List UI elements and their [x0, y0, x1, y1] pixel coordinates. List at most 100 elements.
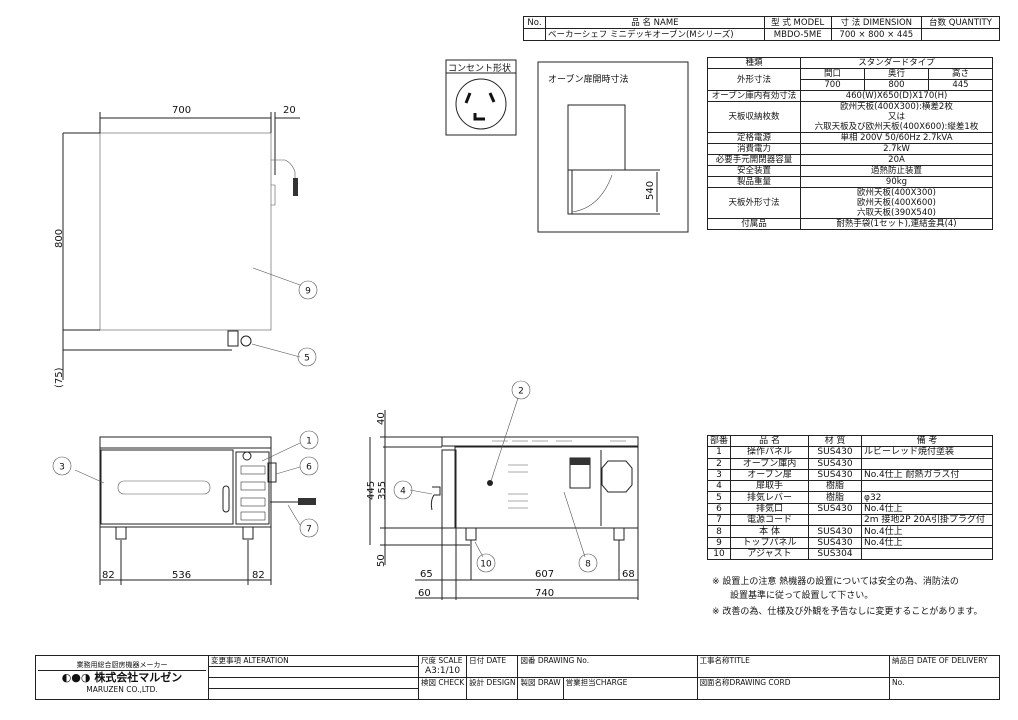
spec-value-line: 欧州天板(400X300) [857, 188, 936, 198]
spec-value-line: 2.7kW [883, 144, 910, 154]
drawing-no-label: 図番 DRAWING No. [517, 655, 698, 678]
spec-value-line: 単相 200V 50/60Hz 2.7kVA [840, 133, 953, 143]
dim-foot-span: 536 [172, 570, 191, 581]
alteration-row [208, 666, 419, 678]
spec-value-line: 耐熱手袋(1セット),連結金具(4) [836, 219, 957, 229]
value-model: MBDO-5ME [763, 28, 832, 41]
scale-value: A3:1/10 [425, 666, 461, 676]
spec-row: 付属品耐熱手袋(1セット),連結金具(4) [707, 218, 993, 230]
drawing-cord-label: 図面名称DRAWING CORD [696, 677, 891, 700]
note-installation-cont: 設置基準に従って設置して下さい。 [730, 591, 874, 601]
outlet-shape-box: コンセント形状 [445, 59, 517, 136]
dim-40: 40 [376, 412, 387, 425]
callout-number: 10 [480, 560, 492, 570]
no-label: No. [889, 677, 1000, 700]
dim-right-foot: 82 [252, 570, 265, 581]
spec-value-line: 六取天板及び欧州天板(400X600):縦差1枚 [814, 122, 979, 132]
spec-value-line: 欧州天板(400X600) [857, 198, 936, 208]
maker-logo-cell: 業務用総合厨房機器メーカー ◐●◑ 株式会社マルゼン MARUZEN CO.,L… [35, 655, 209, 700]
door-open-title: オーブン扉開時寸法 [548, 73, 628, 85]
dim-60: 60 [418, 588, 431, 599]
dim-355: 355 [377, 481, 388, 500]
callout-number: 9 [305, 287, 311, 297]
spec-value: 欧州天板(400X300)欧州天板(400X600)六取天板(390X540) [800, 187, 993, 219]
outlet-plug-icon [464, 92, 496, 121]
alteration-row [208, 688, 419, 700]
scale-label: 尺度 SCALE [421, 656, 463, 665]
dim-68: 68 [622, 569, 635, 580]
dim-607: 607 [535, 569, 554, 580]
dim-540: 540 [645, 181, 656, 200]
note-installation: ※ 設置上の注意 熱機器の設置については安全の為、消防法の [712, 577, 959, 587]
callouts: 9 5 3 1 6 7 2 4 10 8 [52, 280, 598, 573]
callout-number: 1 [306, 437, 312, 447]
front-view: 82 536 82 [74, 436, 316, 585]
door-open-box: オーブン扉開時寸法 540 [537, 61, 689, 233]
dim-445: 445 [366, 481, 377, 500]
alteration-label: 変更事項 ALTERATION [208, 655, 419, 667]
callout-bubble: 4 [393, 480, 413, 500]
callout-bubble: 2 [511, 380, 531, 400]
callout-bubble: 5 [297, 347, 317, 367]
dim-cord: 20 [283, 105, 296, 116]
callout-bubble: 3 [52, 456, 72, 476]
spec-row: 天板外形寸法欧州天板(400X300)欧州天板(400X600)六取天板(390… [707, 187, 993, 219]
spec-value-line: 90kg [885, 177, 908, 187]
title-label: 工事名称TITLE [696, 655, 891, 678]
callout-number: 5 [304, 354, 310, 364]
callout-number: 3 [59, 463, 65, 473]
date-label: 日付 DATE [466, 655, 519, 678]
dim-50: 50 [376, 554, 387, 567]
design-label: 設計 DESIGN [466, 677, 519, 700]
value-quantity [920, 28, 1001, 41]
dim-75: (75) [54, 367, 65, 388]
dim-width: 700 [172, 105, 191, 116]
spec-value-line: 過熱防止装置 [870, 166, 922, 176]
callout-bubble: 6 [299, 456, 319, 476]
value-dimension: 700 × 800 × 445 [830, 28, 922, 41]
company-name-en: MARUZEN CO.,LTD. [86, 685, 158, 694]
outlet-title: コンセント形状 [448, 62, 511, 74]
callout-number: 4 [400, 487, 406, 497]
spec-value-line: 欧州天板(400X300):横差2枚 [840, 102, 953, 112]
dim-65: 65 [420, 569, 433, 580]
maker-tagline: 業務用総合厨房機器メーカー [38, 660, 206, 671]
spec-value-line: 六取天板(390X540) [857, 208, 936, 218]
logo-icon: ◐●◑ [61, 671, 95, 684]
dim-depth: 800 [54, 229, 65, 248]
footer-title-block: 業務用総合厨房機器メーカー ◐●◑ 株式会社マルゼン MARUZEN CO.,L… [35, 655, 1000, 700]
charge-label: 営業担当CHARGE [562, 677, 698, 700]
parts-cell: SUS430 [808, 457, 863, 470]
callout-bubble: 8 [578, 553, 598, 573]
spec-value-line: 460(W)X650(D)X170(H) [845, 91, 948, 101]
dim-740: 740 [535, 588, 554, 599]
callout-number: 2 [518, 387, 524, 397]
parts-cell: SUS304 [808, 547, 863, 561]
company-name-jp: 株式会社マルゼン [94, 671, 183, 684]
company-logo: ◐●◑ 株式会社マルゼン [38, 671, 206, 684]
callout-number: 7 [306, 525, 312, 535]
value-name: ベーカーシェフ ミニデッキオーブン(Mシリーズ) [544, 28, 765, 41]
note-change: ※ 改善の為、仕様及び外観を予告なしに変更することがあります。 [712, 607, 983, 617]
spec-value: 欧州天板(400X300):横差2枚又は六取天板及び欧州天板(400X600):… [800, 101, 993, 133]
top-view: 700 20 800 (75) [54, 105, 301, 388]
callout-bubble: 10 [476, 553, 496, 573]
callout-bubble: 7 [299, 518, 319, 538]
dim-left-foot: 82 [102, 570, 115, 581]
callout-bubble: 9 [298, 280, 318, 300]
check-label: 検図 CHECK [417, 677, 468, 700]
